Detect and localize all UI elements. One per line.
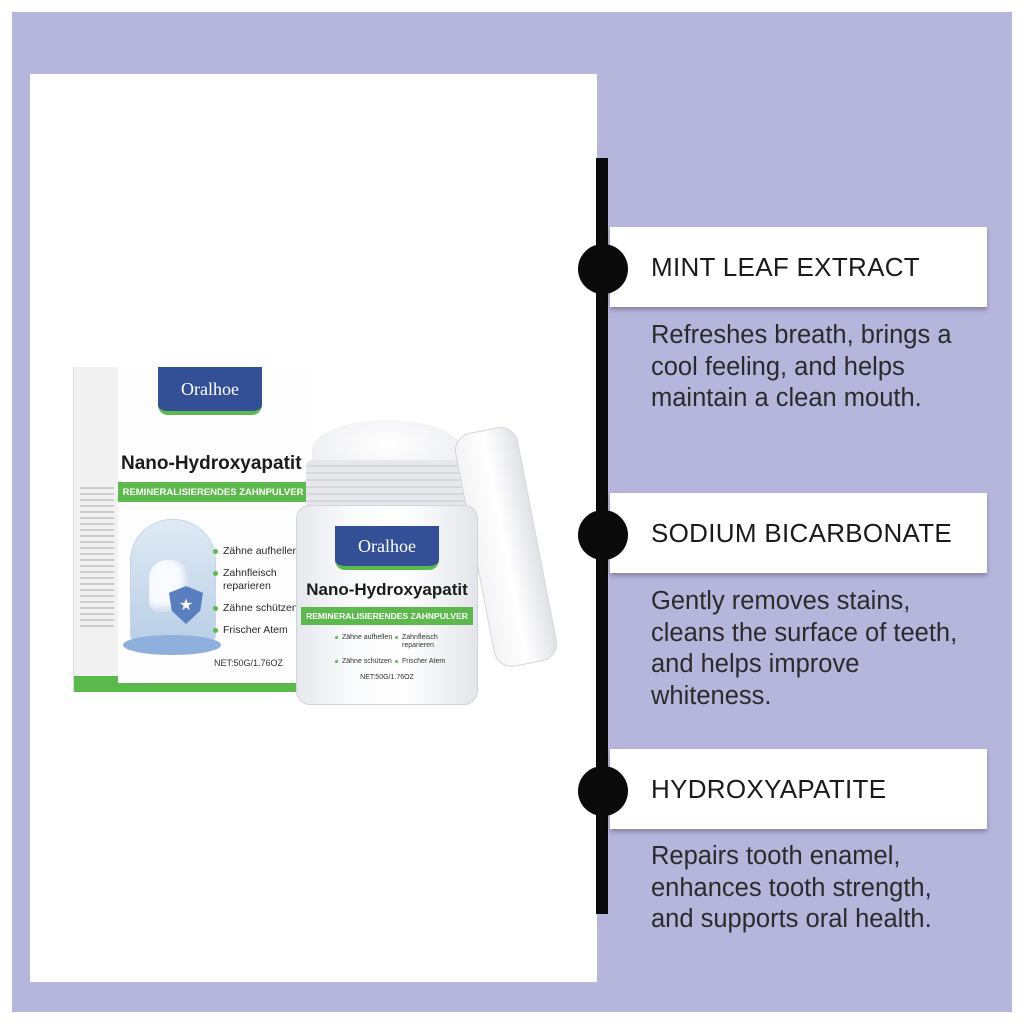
jar-feature: Zahnfleisch reparieren (395, 634, 462, 650)
feature-list: Zähne aufhellen Zahnfleisch reparieren Z… (213, 545, 308, 646)
brand-logo: Oralhoe (158, 367, 262, 415)
box-side-stripe (74, 676, 120, 692)
jar-product-name: Nano-Hydroxyapatit (306, 580, 468, 599)
jar-net-weight: NET:50G/1.76OZ (360, 674, 414, 681)
product-subtitle: REMINERALISIERENDES ZAHNPULVER (118, 482, 308, 502)
product-box-side (73, 367, 120, 692)
jar-brand-name: Oralhoe (358, 535, 416, 556)
ingredient-title: MINT LEAF EXTRACT (651, 251, 920, 282)
net-weight: NET:50G/1.76OZ (214, 658, 284, 668)
ingredient-description: Repairs tooth enamel, enhances tooth str… (651, 842, 932, 933)
timeline-dot (578, 766, 628, 816)
shield-star-icon: ★ (169, 586, 203, 624)
ingredient-title: SODIUM BICARBONATE (651, 517, 953, 548)
ingredient-title-box: MINT LEAF EXTRACT (610, 227, 987, 307)
jar-brand-logo: Oralhoe (335, 526, 439, 570)
ingredient-title-box: SODIUM BICARBONATE (610, 493, 987, 573)
brand-name: Oralhoe (181, 378, 239, 399)
product-box: Oralhoe Nano-Hydroxyapatit REMINERALISIE… (118, 367, 308, 692)
feature-item: Zähne schützen (213, 602, 308, 615)
jar-subtitle: REMINERALISIERENDES ZAHNPULVER (301, 607, 473, 625)
ingredient-description: Refreshes breath, brings a cool feeling,… (651, 321, 952, 412)
timeline-dot (578, 244, 628, 294)
jar-feature: Zähne schützen (335, 658, 392, 666)
jar-feature: Frischer Atem (395, 658, 445, 666)
dome-illustration: ★ (130, 519, 216, 643)
feature-item: Zähne aufhellen (213, 545, 308, 558)
product-name: Nano-Hydroxyapatit (121, 453, 302, 474)
feature-item: Zahnfleisch reparieren (213, 567, 308, 593)
jar-thread (306, 460, 470, 508)
jar-feature: Zähne aufhellen (335, 634, 392, 642)
dome-base (123, 635, 221, 655)
fine-print (80, 487, 114, 627)
ingredient-description: Gently removes stains, cleans the surfac… (651, 587, 958, 710)
feature-item: Frischer Atem (213, 624, 308, 637)
ingredient-title: HYDROXYAPATITE (651, 773, 887, 804)
ingredient-title-box: HYDROXYAPATITE (610, 749, 987, 829)
timeline-dot (578, 510, 628, 560)
box-bottom-stripe (118, 683, 308, 692)
product-jar: Oralhoe Nano-Hydroxyapatit REMINERALISIE… (296, 505, 478, 705)
